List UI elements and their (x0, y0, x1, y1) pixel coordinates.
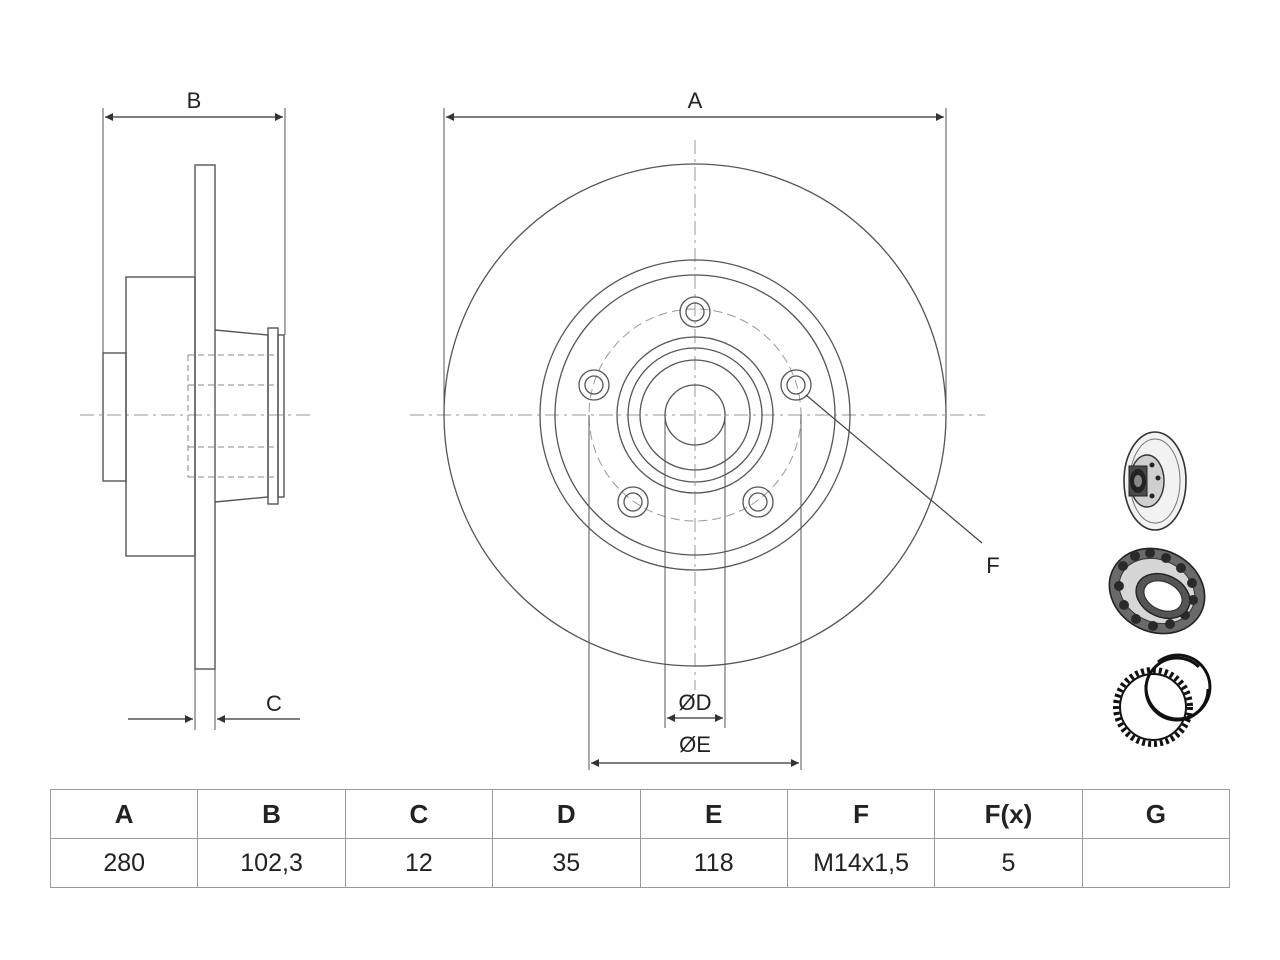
dimension-f-leader (805, 394, 983, 544)
hub-flange-edge (277, 334, 285, 498)
value-a: 280 (49, 838, 199, 888)
dimension-c-label: C (266, 691, 282, 716)
value-d: 35 (492, 838, 641, 888)
hub-stub (102, 352, 127, 482)
dimension-b-label: B (187, 88, 202, 113)
header-fx: F(x) (934, 789, 1083, 839)
header-f: F (786, 789, 936, 839)
technical-drawing: B C A (80, 88, 1212, 770)
abs-ring-icon (1113, 653, 1212, 747)
header-a: A (49, 789, 199, 839)
friction-inner-circle (539, 259, 851, 571)
value-b: 102,3 (197, 838, 346, 888)
header-b: B (197, 789, 346, 839)
hub-flange (267, 327, 279, 505)
wheel-bearing-icon (1108, 547, 1206, 635)
bearing-housing (214, 329, 269, 503)
dimension-a-label: A (688, 88, 703, 113)
hub-body (125, 276, 196, 557)
value-g (1081, 838, 1231, 888)
dimension-e-label: ØE (679, 732, 711, 757)
value-e: 118 (639, 838, 788, 888)
dimension-d-label: ØD (679, 690, 712, 715)
specs-table: A B C D E F F(x) G 280 102,3 12 35 118 M… (49, 789, 1231, 888)
front-view (410, 108, 985, 770)
header-e: E (639, 789, 788, 839)
hub-circle-2 (627, 347, 763, 483)
specs-value-row: 280 102,3 12 35 118 M14x1,5 5 (49, 838, 1231, 888)
header-d: D (492, 789, 641, 839)
hat-circle (554, 274, 836, 556)
value-c: 12 (344, 838, 494, 888)
header-g: G (1081, 789, 1231, 839)
hub-circle-1 (616, 336, 774, 494)
hub-circle-3 (639, 359, 751, 471)
value-fx: 5 (934, 838, 1083, 888)
disc-plate (194, 164, 216, 670)
value-f: M14x1,5 (786, 838, 936, 888)
dimension-f-label: F (986, 553, 999, 578)
side-view (80, 108, 312, 730)
bolt-holes (578, 296, 812, 518)
header-c: C (344, 789, 494, 839)
brake-disc-icon (1123, 431, 1187, 531)
specs-header-row: A B C D E F F(x) G (49, 789, 1231, 839)
